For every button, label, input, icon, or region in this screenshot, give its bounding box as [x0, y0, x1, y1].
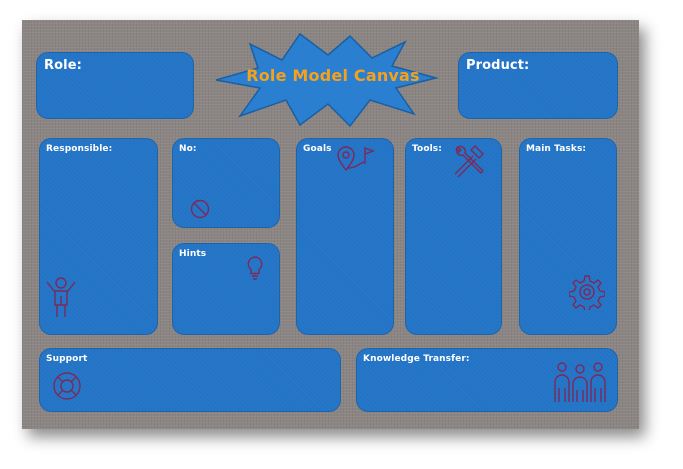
tools-label: Tools: — [412, 144, 442, 154]
knowledge-transfer-box: Knowledge Transfer: — [356, 348, 618, 412]
tools-box: Tools: — [405, 138, 502, 335]
hints-label: Hints — [179, 249, 207, 259]
canvas-title: Role Model Canvas — [246, 66, 420, 85]
responsible-label: Responsible: — [46, 144, 113, 154]
lightbulb-icon — [245, 255, 265, 281]
role-model-canvas-board: Role: Role Model Canvas Product: Respons… — [22, 20, 639, 429]
knowledge-transfer-label: Knowledge Transfer: — [363, 354, 470, 364]
goals-label: Goals — [303, 144, 332, 154]
no-sign-icon — [189, 198, 211, 220]
main-tasks-label: Main Tasks: — [526, 144, 587, 154]
no-label: No: — [179, 144, 197, 154]
title-starburst — [200, 30, 450, 135]
wrench-hammer-icon — [451, 144, 485, 178]
hints-box: Hints — [172, 243, 280, 335]
goals-box: Goals — [296, 138, 394, 335]
main-tasks-box: Main Tasks: — [519, 138, 617, 335]
support-box: Support — [39, 348, 341, 412]
map-pin-flag-icon — [336, 144, 376, 172]
people-group-icon — [552, 360, 608, 404]
role-label: Role: — [44, 58, 82, 73]
person-arms-out-icon — [44, 276, 78, 320]
role-box: Role: — [36, 52, 194, 119]
support-label: Support — [46, 354, 88, 364]
product-label: Product: — [466, 58, 530, 73]
no-box: No: — [172, 138, 280, 228]
lifebuoy-icon — [51, 370, 83, 402]
gear-icon — [569, 274, 605, 310]
product-box: Product: — [458, 52, 618, 119]
responsible-box: Responsible: — [39, 138, 158, 335]
